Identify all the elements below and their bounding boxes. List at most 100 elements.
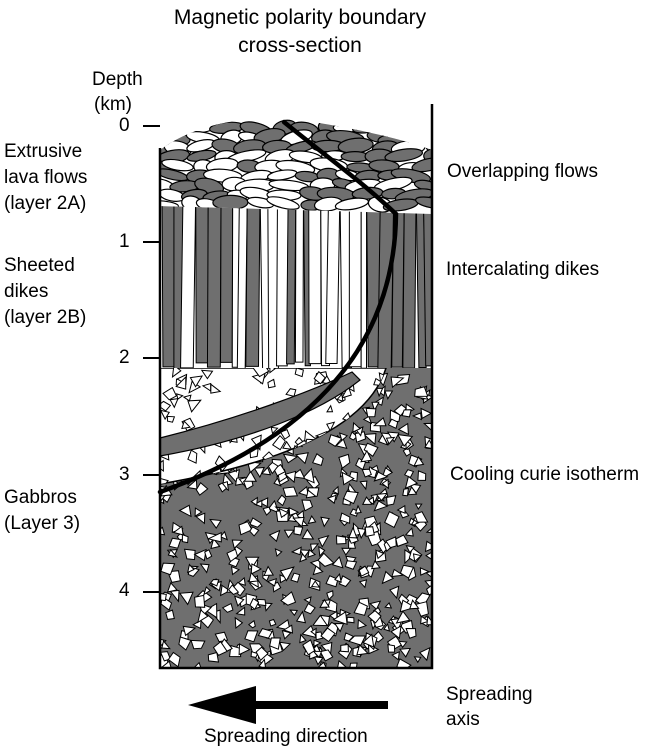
gabbro-grain bbox=[227, 584, 240, 595]
gabbro-grain bbox=[219, 584, 231, 597]
gabbro-grain bbox=[396, 504, 406, 514]
gabbro-grain bbox=[404, 527, 414, 537]
gabbro-grain bbox=[307, 548, 317, 558]
gabbro-grain bbox=[268, 529, 281, 543]
gabbro-grain bbox=[257, 628, 273, 639]
gabbro-grain bbox=[383, 622, 391, 632]
gabbro-grain bbox=[385, 436, 396, 445]
gabbro-grain bbox=[210, 537, 221, 550]
dike bbox=[348, 190, 362, 368]
lava-flow bbox=[408, 121, 432, 135]
gabbro-grain bbox=[290, 572, 301, 583]
gabbro-grain bbox=[190, 639, 206, 650]
gabbro-grain bbox=[269, 368, 276, 374]
gabbro-grain bbox=[405, 544, 416, 554]
gabbro-grain bbox=[166, 581, 178, 593]
gabbro-grain bbox=[327, 434, 343, 447]
diagram-title-line1: Magnetic polarity boundary bbox=[173, 6, 427, 29]
gabbro-grain bbox=[373, 500, 389, 512]
gabbro-grain bbox=[253, 499, 263, 508]
gabbro-grain bbox=[299, 552, 308, 563]
gabbro-grain bbox=[332, 485, 339, 495]
gabbro-grain bbox=[290, 546, 302, 556]
annotation-spreading-axis-2: axis bbox=[446, 709, 480, 730]
gabbro-grain bbox=[390, 624, 402, 640]
gabbro-grain bbox=[199, 563, 210, 574]
gabbro-grain bbox=[282, 440, 293, 450]
gabbro-grain bbox=[320, 627, 336, 643]
gabbro-grain bbox=[326, 590, 334, 601]
gabbro-grain bbox=[326, 494, 337, 505]
gabbro-grain bbox=[356, 643, 369, 656]
gabbro-grain bbox=[326, 421, 336, 432]
diagram-title-line2: cross-section bbox=[238, 34, 362, 57]
gabbro-grain bbox=[187, 449, 198, 464]
gabbro-grain bbox=[312, 614, 329, 627]
dike bbox=[206, 190, 222, 368]
gabbro-grain bbox=[281, 629, 292, 640]
gabbro-grain bbox=[319, 598, 331, 608]
gabbro-grain bbox=[192, 619, 202, 630]
gabbro-grain bbox=[212, 640, 228, 656]
gabbro-grain bbox=[217, 482, 228, 493]
gabbro-grain bbox=[250, 496, 258, 507]
gabbro-grain bbox=[189, 375, 204, 388]
gabbro-grain bbox=[389, 585, 400, 600]
gabbro-grain bbox=[359, 480, 368, 491]
gabbro-grain bbox=[279, 566, 295, 582]
gabbro-grain bbox=[194, 507, 203, 518]
gabbro-grain bbox=[176, 393, 184, 401]
lava-flow bbox=[266, 196, 300, 210]
gabbro-grain bbox=[230, 565, 241, 576]
gabbro-grain bbox=[348, 431, 358, 441]
gabbro-grain bbox=[422, 422, 432, 432]
gabbro-grain bbox=[171, 368, 182, 378]
gabbro-grain bbox=[375, 492, 389, 502]
gabbro-grain bbox=[295, 610, 307, 624]
gabbro-grain bbox=[369, 600, 382, 611]
gabbro-grain bbox=[401, 409, 412, 418]
gabbro-grain bbox=[203, 586, 211, 596]
gabbro-grain bbox=[381, 570, 395, 585]
gabbro-grain bbox=[334, 572, 342, 583]
gabbro-grain bbox=[356, 527, 367, 540]
gabbro-grain bbox=[214, 455, 229, 472]
gabbro-grain bbox=[206, 531, 222, 543]
gabbro-grain bbox=[310, 580, 321, 588]
gabbro-grain bbox=[302, 639, 316, 656]
gabbro-grain bbox=[391, 650, 400, 661]
gabbro-grain bbox=[333, 622, 345, 633]
depth-tick-3: 3 bbox=[119, 464, 130, 485]
dike bbox=[422, 190, 432, 367]
annotation-intercalating-dikes: Intercalating dikes bbox=[446, 259, 600, 280]
gabbro-grain bbox=[417, 470, 427, 481]
gabbro-grain bbox=[385, 536, 397, 549]
gabbro-grain bbox=[195, 512, 206, 525]
gabbro-grain bbox=[307, 514, 317, 525]
gabbro-grain bbox=[419, 567, 430, 576]
cross-section-outline bbox=[158, 104, 434, 670]
gabbro-grain bbox=[204, 602, 218, 619]
gabbro-grain bbox=[187, 399, 202, 413]
gabbro-grain bbox=[248, 571, 260, 583]
gabbro-grain bbox=[317, 534, 330, 548]
gabbro-grain bbox=[402, 446, 412, 457]
gabbro-grain bbox=[249, 526, 260, 537]
gabbro-grain bbox=[268, 618, 277, 627]
layer-label-gabbros-2: (Layer 3) bbox=[4, 513, 81, 534]
lava-flow bbox=[411, 157, 432, 173]
gabbro-grain bbox=[395, 610, 411, 624]
gabbro-grain bbox=[414, 386, 429, 397]
gabbro-grain bbox=[250, 651, 259, 658]
gabbro-grain bbox=[384, 601, 393, 609]
gabbro-grain bbox=[289, 609, 299, 617]
gabbro-grain bbox=[411, 412, 423, 421]
gabbro-grain bbox=[275, 618, 291, 631]
layer-label-gabbros-1: Gabbros bbox=[4, 487, 77, 508]
dike bbox=[180, 190, 197, 368]
gabbro-grain bbox=[237, 576, 246, 586]
gabbro-grain bbox=[172, 525, 184, 536]
gabbro-grain bbox=[420, 407, 432, 420]
gabbro-grain bbox=[348, 635, 367, 646]
